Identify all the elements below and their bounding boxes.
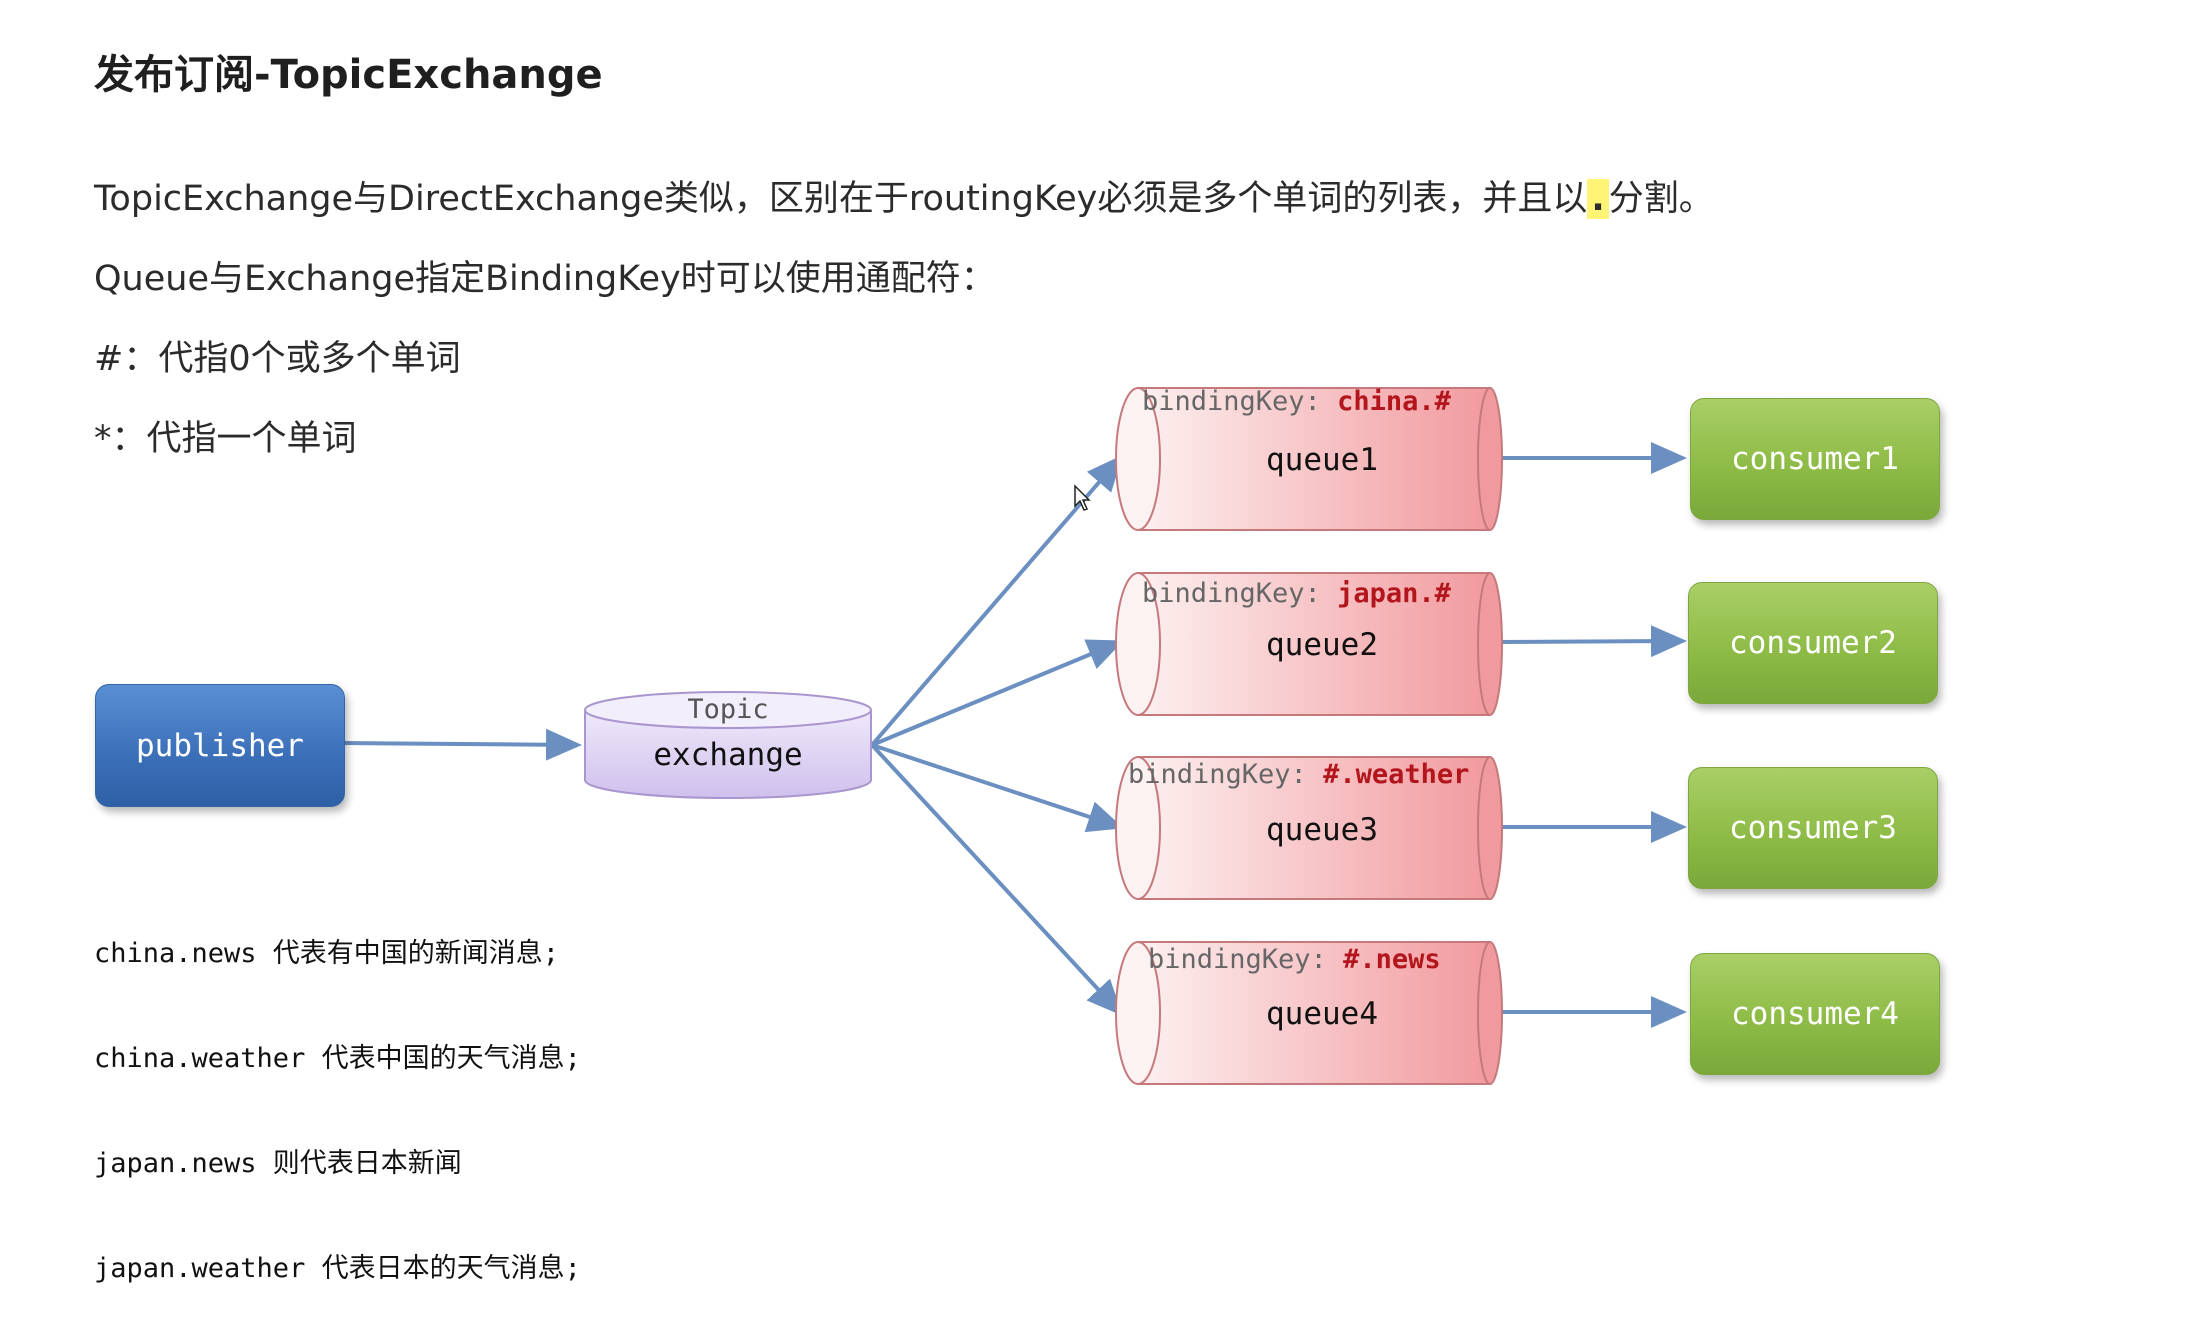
exchange-name-label: exchange	[653, 737, 802, 773]
queue-node-1: bindingKey: china.# queue1	[1115, 386, 1503, 531]
description-line-1: TopicExchange与DirectExchange类似，区别在于routi…	[94, 170, 1714, 221]
arrow-queue2-to-consumer2	[1496, 625, 1687, 658]
wildcard-intro-line: Queue与Exchange指定BindingKey时可以使用通配符：	[94, 259, 996, 299]
wildcard-hash-line: #：代指0个或多个单词	[94, 339, 461, 379]
svg-text:bindingKey: china.#: bindingKey: china.#	[1142, 386, 1452, 417]
binding-key-prefix: bindingKey:	[1142, 578, 1337, 609]
queue-name-label: queue2	[1266, 627, 1378, 663]
description-text-end: 分割。	[1608, 179, 1714, 219]
queue-name-label: queue3	[1266, 812, 1378, 848]
binding-key-value: #.weather	[1323, 759, 1469, 790]
arrow-exchange-to-queue3	[871, 743, 1124, 833]
binding-key-prefix: bindingKey:	[1148, 944, 1343, 975]
arrow-exchange-to-queue2	[871, 639, 1124, 747]
arrow-exchange-to-queue4	[870, 743, 1123, 1016]
consumer-node-2: consumer2	[1688, 582, 1938, 704]
example-line: china.weather 代表中国的天气消息;	[94, 1043, 581, 1074]
consumer-node-3: consumer3	[1688, 767, 1938, 889]
consumer-node-1: consumer1	[1690, 398, 1940, 520]
svg-text:bindingKey: #.weather: bindingKey: #.weather	[1128, 759, 1469, 790]
queue-node-3: bindingKey: #.weather queue3	[1115, 756, 1503, 900]
description-text: TopicExchange与DirectExchange类似，区别在于routi…	[94, 179, 1588, 219]
queue-node-4: bindingKey: #.news queue4	[1115, 941, 1503, 1085]
svg-text:bindingKey: #.news: bindingKey: #.news	[1148, 944, 1441, 975]
example-line: japan.news 则代表日本新闻	[94, 1148, 462, 1179]
mouse-cursor-icon	[1074, 484, 1091, 511]
wildcard-star-line: *：代指一个单词	[94, 419, 357, 459]
binding-key-value: japan.#	[1337, 578, 1452, 609]
consumer-node-4: consumer4	[1690, 953, 1940, 1075]
exchange-node: Topic exchange	[584, 691, 872, 799]
queue-name-label: queue1	[1266, 442, 1378, 478]
binding-key-prefix: bindingKey:	[1142, 386, 1337, 417]
page-title: 发布订阅-TopicExchange	[94, 52, 603, 98]
arrow-publisher-to-exchange	[342, 728, 582, 761]
binding-key-value: china.#	[1337, 386, 1452, 417]
example-line: japan.weather 代表日本的天气消息;	[94, 1253, 581, 1284]
svg-text:bindingKey: japan.#: bindingKey: japan.#	[1142, 578, 1452, 609]
dot-separator-highlight: .	[1587, 179, 1609, 219]
topic-exchange-diagram: Topic exchange bindingKey: china.# queue…	[342, 386, 1687, 1085]
queue-node-2: bindingKey: japan.# queue2	[1115, 572, 1503, 716]
exchange-type-label: Topic	[687, 694, 768, 725]
routing-key-examples: china.news 代表有中国的新闻消息; china.weather 代表中…	[94, 866, 581, 1321]
binding-key-value: #.news	[1343, 944, 1441, 975]
queue-name-label: queue4	[1266, 996, 1378, 1032]
example-line: china.news 代表有中国的新闻消息;	[94, 938, 560, 969]
binding-key-prefix: bindingKey:	[1128, 759, 1323, 790]
arrow-exchange-to-queue1	[870, 454, 1123, 747]
publisher-node: publisher	[95, 684, 345, 807]
